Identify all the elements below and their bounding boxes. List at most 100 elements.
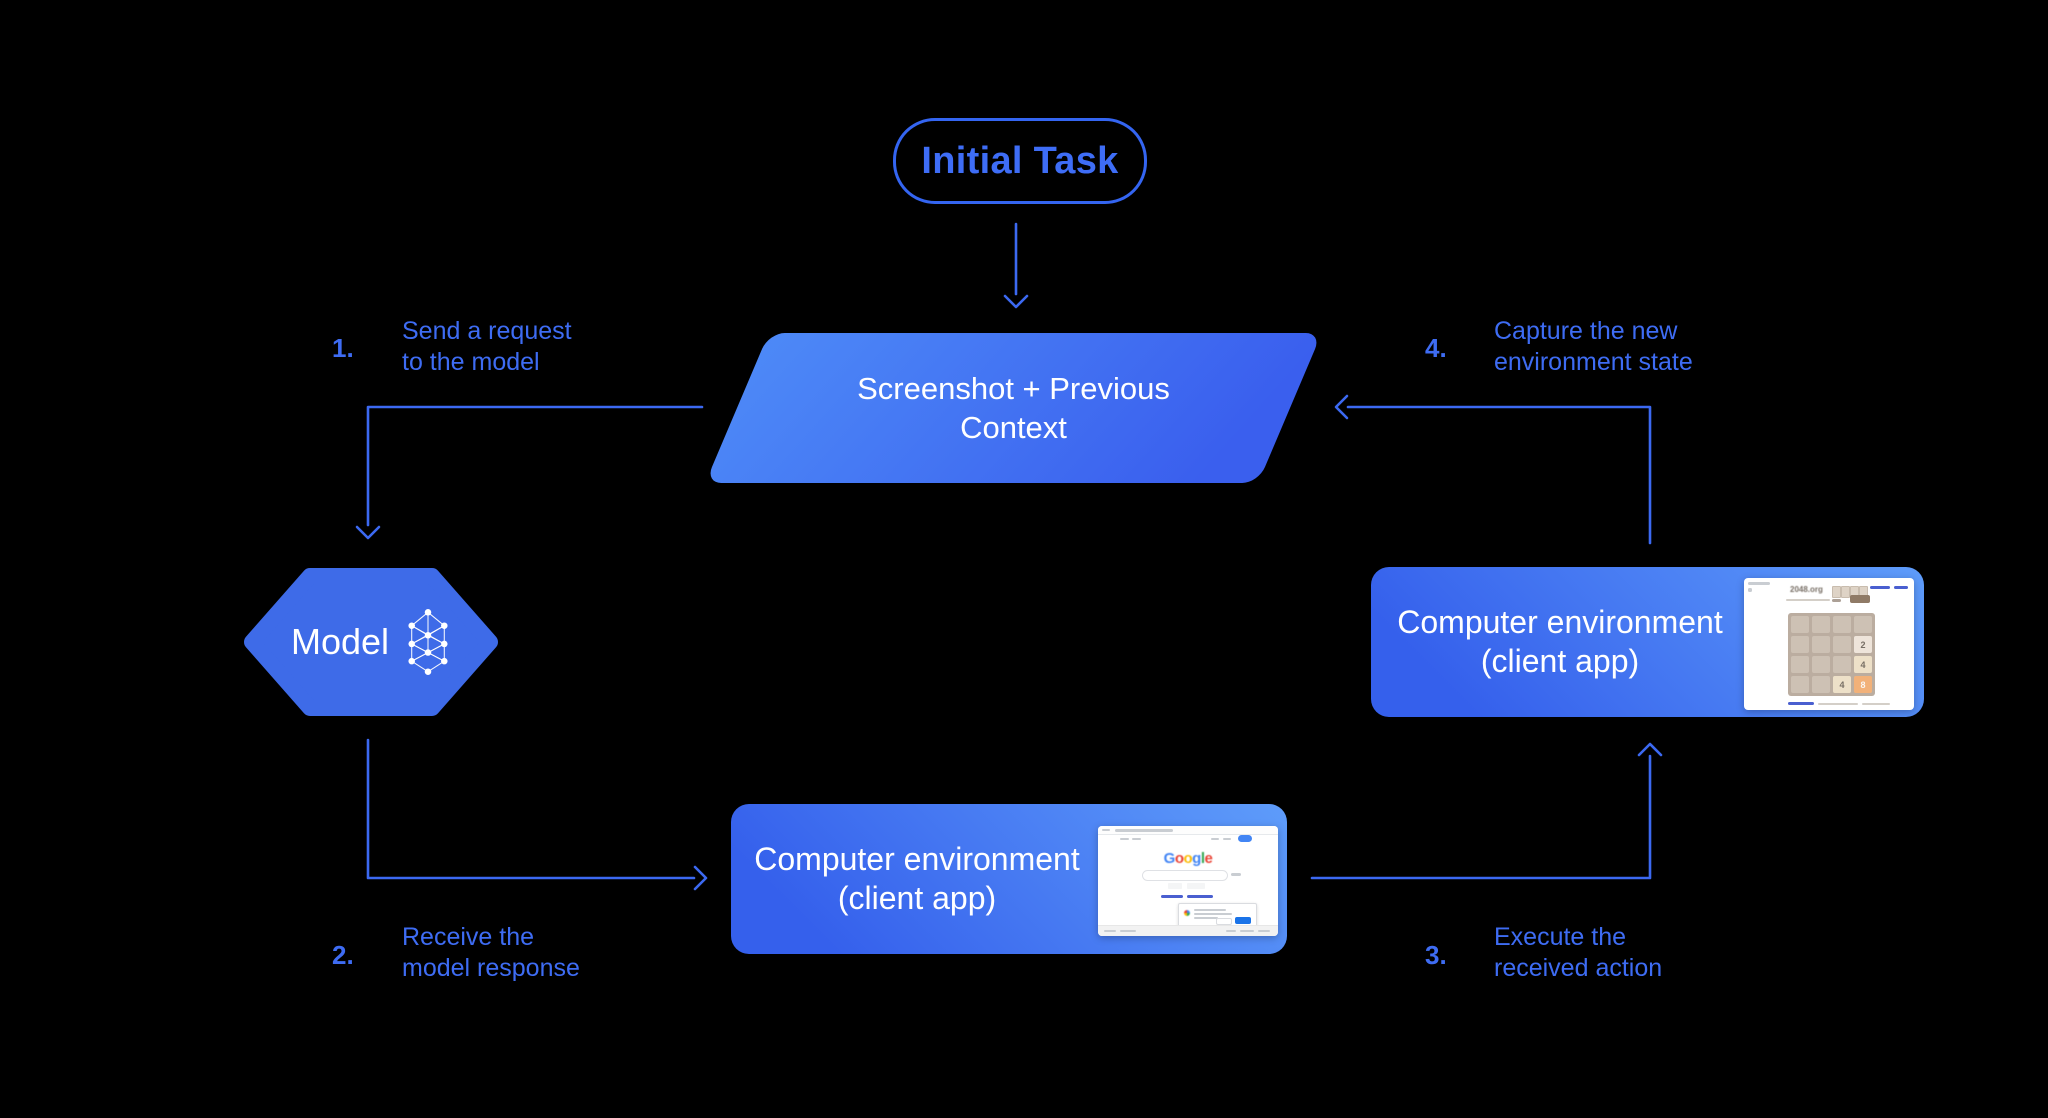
- lucky-button: [1187, 883, 1205, 889]
- blurred-text-line: [1132, 838, 1141, 840]
- step-1-label: Send a request to the model: [402, 316, 572, 378]
- game-2048-screenshot: 2048.org 2: [1744, 578, 1914, 710]
- blurred-text-line: [1748, 582, 1770, 585]
- tile-8: 8: [1854, 676, 1872, 693]
- step-2-line1: Receive the: [402, 923, 535, 951]
- grid-cell: 2: [1854, 636, 1872, 653]
- grid-cell: [1812, 676, 1830, 693]
- model-node: Model: [242, 568, 500, 716]
- browser-tab-bar: [1098, 826, 1278, 835]
- blurred-text-line: [1104, 930, 1116, 932]
- blurred-text-line: [1786, 599, 1830, 601]
- grid-cell: [1833, 636, 1851, 653]
- blurred-text-line: [1102, 829, 1110, 831]
- grid-cell: 8: [1854, 676, 1872, 693]
- model-label: Model: [290, 621, 390, 662]
- google-g-icon: [1184, 910, 1190, 916]
- blurred-text-line: [1211, 838, 1219, 840]
- step-1-number: 1.: [332, 333, 354, 363]
- blurred-text-line: [1115, 829, 1173, 832]
- blurred-text-line: [1120, 838, 1129, 840]
- tile-4: 4: [1833, 676, 1851, 693]
- step-4-line2: environment state: [1494, 348, 1693, 376]
- blurred-text-line: [1194, 913, 1232, 915]
- score-box: [1832, 586, 1841, 598]
- logo-letter: l: [1200, 850, 1205, 867]
- sign-in-button: [1238, 835, 1252, 842]
- grid-cell: [1812, 636, 1830, 653]
- step-3-line1: Execute the: [1494, 923, 1627, 951]
- step-1-line1: Send a request: [402, 317, 572, 345]
- grid-cell: 4: [1854, 656, 1872, 673]
- env-bottom-label-line2: (client app): [837, 880, 997, 916]
- neural-network-icon: [408, 609, 448, 675]
- step-2-line2: model response: [402, 954, 580, 982]
- blurred-text-line: [1120, 930, 1136, 932]
- game-grid: 2 4 4 8: [1788, 613, 1875, 696]
- step-3-number: 3.: [1425, 940, 1447, 970]
- env-right-label-line1: Computer environment: [1397, 604, 1723, 640]
- grid-cell: [1812, 616, 1830, 633]
- grid-cell: [1854, 616, 1872, 633]
- arrow-environment-to-environment: [1310, 742, 1663, 880]
- initial-task-node: Initial Task: [893, 118, 1147, 204]
- blurred-text-line: [1231, 873, 1241, 876]
- blurred-link-line: [1788, 702, 1814, 705]
- grid-cell: [1791, 656, 1809, 673]
- blurred-text-line: [1226, 930, 1236, 932]
- browser-icon: [1748, 588, 1752, 592]
- logo-letter: o: [1174, 850, 1184, 867]
- google-footer: [1098, 925, 1278, 936]
- blurred-link-line: [1187, 895, 1213, 898]
- logo-letter: o: [1183, 850, 1193, 867]
- tile-4: 4: [1854, 656, 1872, 673]
- google-search-screenshot: Google: [1098, 826, 1278, 936]
- screenshot-context-label-line2: Context: [960, 410, 1067, 445]
- logo-letter: g: [1192, 850, 1201, 867]
- logo-letter: G: [1163, 850, 1176, 867]
- computer-environment-node-bottom: Computer environment (client app) Google: [731, 804, 1287, 954]
- blurred-text-line: [1223, 838, 1231, 840]
- step-4-number: 4.: [1425, 333, 1447, 363]
- grid-cell: [1812, 656, 1830, 673]
- blurred-link-line: [1894, 586, 1908, 589]
- hexagon-shape: [244, 568, 498, 716]
- tile-2: 2: [1854, 636, 1872, 653]
- blurred-text-line: [1194, 917, 1218, 919]
- screenshot-context-label-line1: Screenshot + Previous: [857, 371, 1170, 406]
- blurred-text-line: [1862, 702, 1890, 705]
- step-2-number: 2.: [332, 940, 354, 970]
- search-bar: [1142, 870, 1228, 881]
- blurred-link-line: [1161, 895, 1183, 898]
- grid-cell: [1791, 616, 1809, 633]
- grid-cell: [1833, 616, 1851, 633]
- grid-cell: [1791, 676, 1809, 693]
- logo-letter: e: [1204, 850, 1213, 867]
- blurred-text-line: [1832, 598, 1841, 602]
- new-game-button: [1850, 595, 1870, 603]
- site-title: 2048.org: [1790, 585, 1823, 594]
- arrow-environment-to-screenshot: [1334, 394, 1652, 545]
- step-3-line2: received action: [1494, 954, 1663, 982]
- blurred-text-line: [1258, 930, 1270, 932]
- blurred-text-line: [1818, 702, 1858, 705]
- step-4-label: Capture the new environment state: [1494, 316, 1693, 378]
- grid-cell: [1833, 656, 1851, 673]
- arrow-model-to-environment: [366, 738, 708, 891]
- cookie-settings-button: [1216, 918, 1232, 925]
- score-box: [1841, 586, 1850, 598]
- blurred-link-line: [1870, 586, 1890, 589]
- step-2-label: Receive the model response: [402, 922, 580, 984]
- initial-task-label: Initial Task: [921, 139, 1119, 182]
- screenshot-context-node: Screenshot + Previous Context: [705, 333, 1322, 483]
- env-right-label-line2: (client app): [1480, 643, 1640, 679]
- search-button: [1168, 883, 1182, 889]
- arrow-screenshot-to-model: [355, 405, 704, 540]
- arrow-task-to-screenshot: [1003, 222, 1029, 309]
- google-logo: Google: [1098, 850, 1278, 867]
- cookie-accept-button: [1235, 917, 1251, 924]
- env-bottom-label-line1: Computer environment: [754, 841, 1080, 877]
- computer-environment-node-right: Computer environment (client app) 2048.o…: [1371, 567, 1924, 717]
